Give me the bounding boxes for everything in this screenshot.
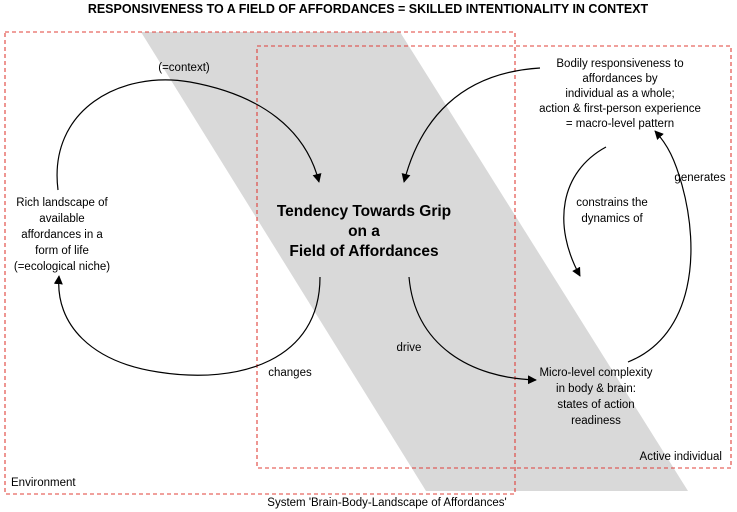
drive-arrow — [408, 276, 537, 385]
environment-text-3: affordances in a — [21, 229, 103, 241]
diagram-title: RESPONSIVENESS TO A FIELD OF AFFORDANCES… — [88, 2, 649, 16]
environment-text-4: form of life — [35, 245, 89, 257]
environment-text-1: Rich landscape of — [16, 197, 108, 209]
micro-text-1: Micro-level complexity — [539, 367, 652, 379]
macro-text-4: action & first-person experience — [539, 103, 701, 115]
micro-text-2: in body & brain: — [556, 383, 636, 395]
active-individual-label: Active individual — [640, 451, 722, 463]
context-arrow — [56, 79, 322, 191]
center-line-3: Field of Affordances — [289, 243, 438, 260]
macro-text-1: Bodily responsiveness to — [556, 58, 683, 70]
system-band — [141, 32, 688, 491]
system-label: System 'Brain-Body-Landscape of Affordan… — [267, 497, 506, 509]
constrains-label-2: dynamics of — [581, 213, 643, 225]
center-line-1: Tendency Towards Grip — [277, 203, 451, 220]
changes-label: changes — [268, 367, 312, 379]
macro-text-2: affordances by — [582, 73, 657, 85]
micro-text-3: states of action — [557, 399, 634, 411]
constrains-label-1: constrains the — [576, 197, 648, 209]
center-line-2: on a — [348, 223, 380, 240]
macro-text-3: individual as a whole; — [565, 88, 674, 100]
generates-arrow — [627, 130, 692, 363]
changes-arrow — [53, 275, 321, 376]
environment-text-2: available — [39, 213, 84, 225]
macro-text-5: = macro-level pattern — [566, 118, 674, 130]
constrains-arrow — [563, 146, 607, 277]
affordance-arrow — [401, 67, 541, 183]
micro-text-4: readiness — [571, 415, 621, 427]
environment-text-5: (=ecological niche) — [14, 261, 110, 273]
environment-label: Environment — [11, 477, 76, 489]
drive-label: drive — [397, 342, 422, 354]
generates-label: generates — [674, 172, 725, 184]
context-label: (=context) — [158, 62, 210, 74]
environment-box — [4, 31, 516, 495]
